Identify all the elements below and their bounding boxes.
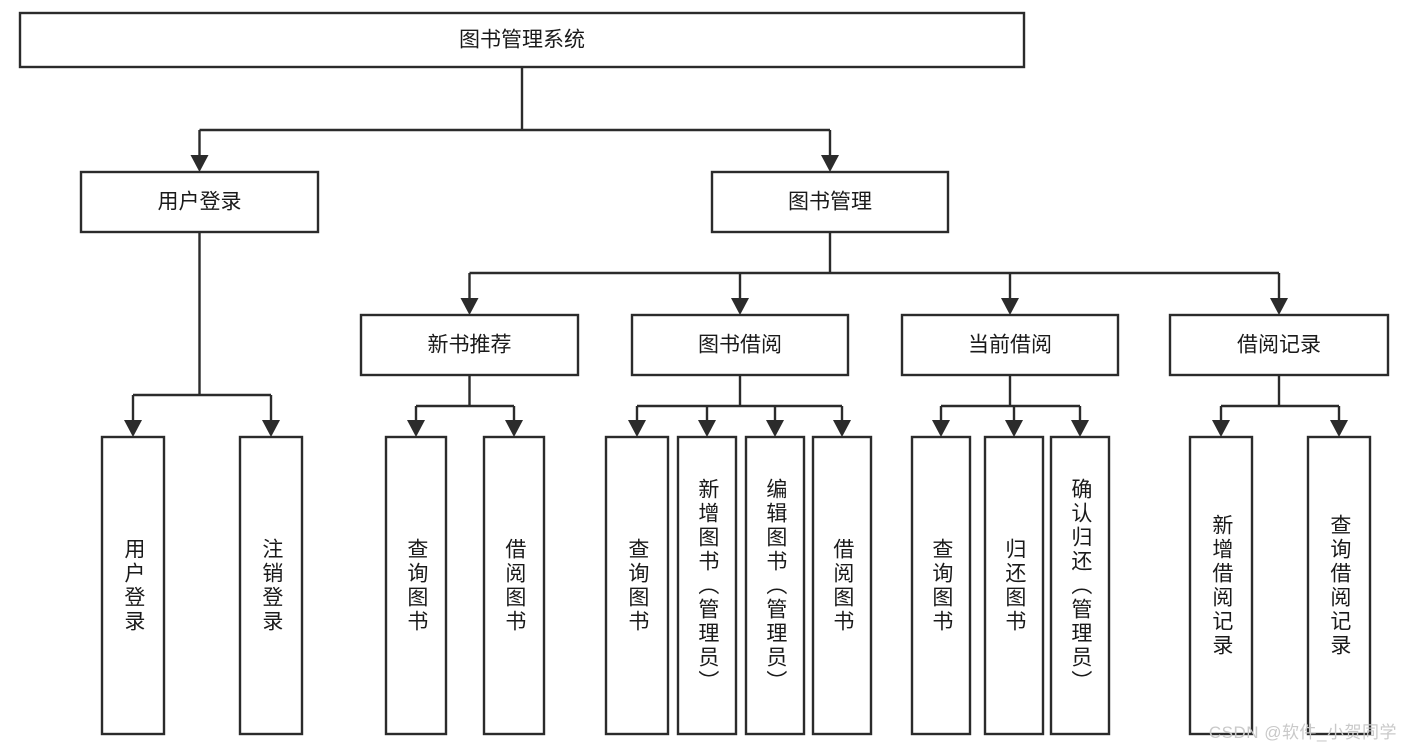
node-box-图书管理系统[interactable] bbox=[18, 11, 1026, 69]
leaf-box-归还图书-9[interactable] bbox=[983, 435, 1045, 736]
leaf-box-查询借阅记录-12[interactable] bbox=[1306, 435, 1372, 736]
leaf-box-查询图书-4[interactable] bbox=[604, 435, 670, 736]
arrow-head-icon bbox=[1005, 420, 1023, 437]
node-box-图书管理[interactable] bbox=[710, 170, 950, 234]
node-box-l3-当前借阅[interactable] bbox=[900, 313, 1120, 377]
node-boxes bbox=[18, 11, 1390, 736]
arrow-head-icon bbox=[1001, 298, 1019, 315]
leaf-box-新增借阅记录-11[interactable] bbox=[1188, 435, 1254, 736]
node-label-l3-图书借阅: 图书借阅 bbox=[698, 334, 782, 357]
node-label-图书管理系统: 图书管理系统 bbox=[459, 29, 585, 52]
leaf-box-借阅图书-3[interactable] bbox=[482, 435, 546, 736]
node-label-用户登录: 用户登录 bbox=[158, 191, 242, 214]
arrow-head-icon bbox=[932, 420, 950, 437]
leaf-box-编辑图书管理员-6[interactable] bbox=[744, 435, 806, 736]
arrow-head-icon bbox=[766, 420, 784, 437]
arrow-head-icon bbox=[833, 420, 851, 437]
node-box-l3-新书推荐[interactable] bbox=[359, 313, 580, 377]
leaf-box-用户登录-0[interactable] bbox=[100, 435, 166, 736]
leaf-box-新增图书管理员-5[interactable] bbox=[676, 435, 738, 736]
arrow-head-icon bbox=[124, 420, 142, 437]
arrow-head-icon bbox=[698, 420, 716, 437]
node-box-l3-借阅记录[interactable] bbox=[1168, 313, 1390, 377]
node-label-l3-当前借阅: 当前借阅 bbox=[968, 334, 1052, 357]
arrow-head-icon bbox=[1071, 420, 1089, 437]
leaf-box-查询图书-8[interactable] bbox=[910, 435, 972, 736]
arrow-head-icon bbox=[262, 420, 280, 437]
arrow-head-icon bbox=[505, 420, 523, 437]
arrow-head-icon bbox=[821, 155, 839, 172]
arrow-head-icon bbox=[1330, 420, 1348, 437]
arrow-head-icon bbox=[407, 420, 425, 437]
arrow-head-icon bbox=[460, 298, 479, 315]
connector-lines bbox=[124, 67, 1348, 437]
leaf-box-借阅图书-7[interactable] bbox=[811, 435, 873, 736]
leaf-box-查询图书-2[interactable] bbox=[384, 435, 448, 736]
node-label-图书管理: 图书管理 bbox=[788, 191, 872, 214]
arrow-head-icon bbox=[628, 420, 646, 437]
arrow-head-icon bbox=[190, 155, 209, 172]
node-box-用户登录[interactable] bbox=[79, 170, 320, 234]
leaf-box-注销登录-1[interactable] bbox=[238, 435, 304, 736]
arrow-head-icon bbox=[731, 298, 749, 315]
node-label-l3-新书推荐: 新书推荐 bbox=[428, 334, 512, 357]
arrow-head-icon bbox=[1270, 298, 1288, 315]
node-label-l3-借阅记录: 借阅记录 bbox=[1237, 334, 1321, 357]
arrow-head-icon bbox=[1212, 420, 1230, 437]
leaf-box-确认归还管理员-10[interactable] bbox=[1049, 435, 1111, 736]
node-box-l3-图书借阅[interactable] bbox=[630, 313, 850, 377]
